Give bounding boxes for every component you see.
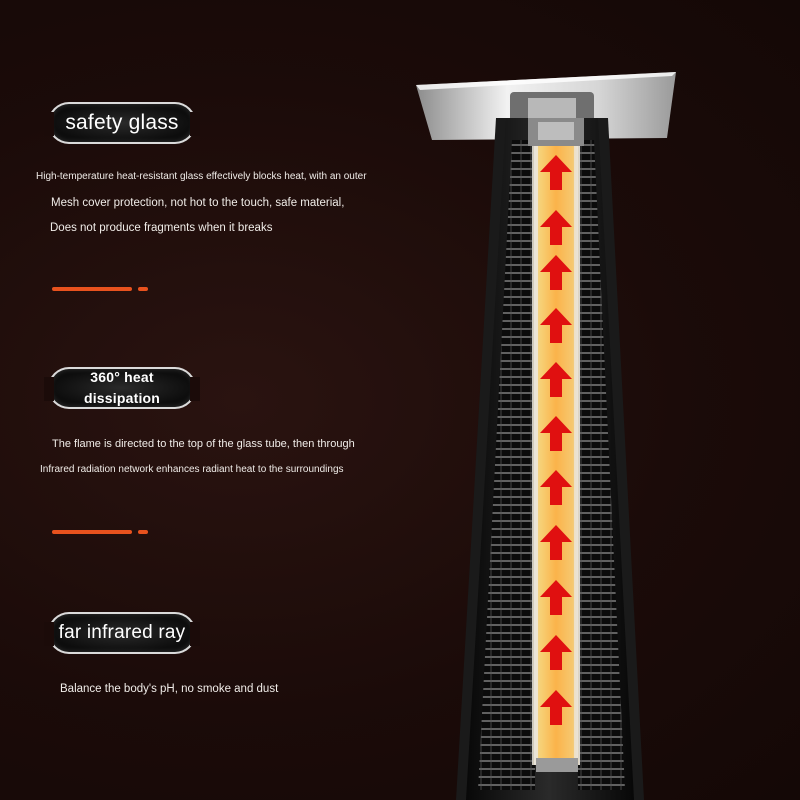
feature-description-line: Infrared radiation network enhances radi…	[40, 464, 344, 475]
accent-divider-dot	[138, 530, 148, 534]
frame-post-right	[598, 118, 644, 800]
arrow-up-icon	[540, 690, 572, 725]
feature-description-line: The flame is directed to the top of the …	[52, 438, 355, 450]
arrow-up-icon	[540, 635, 572, 670]
arrow-up-icon	[540, 580, 572, 615]
arrow-up-icon	[540, 255, 572, 290]
arrow-up-icon	[540, 470, 572, 505]
arrow-up-icon	[540, 362, 572, 397]
tube-highlight	[574, 140, 578, 765]
frame-post-left	[456, 118, 506, 800]
accent-divider	[52, 530, 132, 534]
feature-title-badge: safety glass	[44, 102, 200, 144]
feature-title-line: 360° heat	[90, 369, 154, 385]
accent-divider-dot	[138, 287, 148, 291]
feature-title-line: dissipation	[83, 390, 161, 406]
arrow-up-icon	[540, 416, 572, 451]
top-cap-inner	[528, 98, 576, 118]
mesh-left	[478, 140, 538, 790]
feature-title: safety glass	[65, 111, 179, 134]
mesh-right	[570, 140, 625, 790]
heat-flow-arrows	[540, 155, 572, 725]
arrow-up-icon	[540, 155, 572, 190]
feature-description-line: Mesh cover protection, not hot to the to…	[51, 197, 345, 209]
feature-title-badge: far infrared ray	[44, 612, 200, 654]
feature-description-line: Balance the body's pH, no smoke and dust	[60, 683, 279, 695]
feature-title: 360° heat dissipation	[84, 367, 160, 409]
feature-description-line: Does not produce fragments when it break…	[50, 222, 273, 234]
feature-title-badge: 360° heat dissipation	[44, 367, 200, 409]
tube-bottom-fitting	[536, 758, 578, 772]
arrow-up-icon	[540, 210, 572, 245]
arrow-up-icon	[540, 525, 572, 560]
feature-title: far infrared ray	[58, 622, 186, 643]
hood-edge	[416, 72, 676, 90]
tube-highlight	[534, 140, 538, 765]
feature-description-line: High-temperature heat-resistant glass ef…	[36, 171, 367, 182]
accent-divider	[52, 287, 132, 291]
arrow-up-icon	[540, 308, 572, 343]
tube-top-fitting-inner	[538, 122, 574, 140]
